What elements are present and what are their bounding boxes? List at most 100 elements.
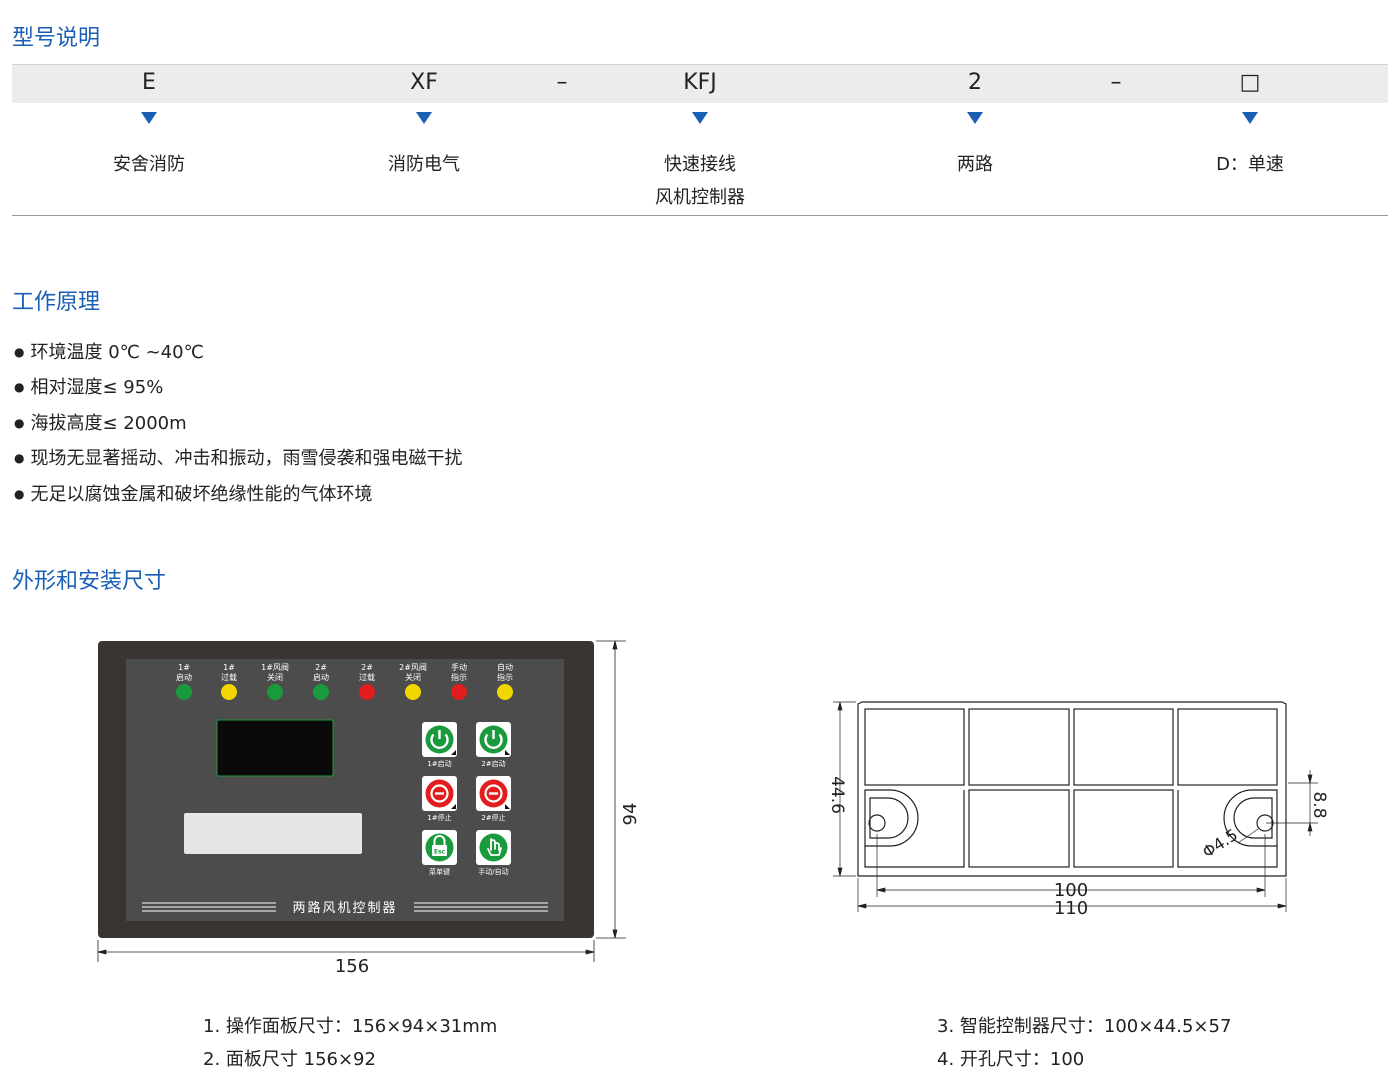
list-item: 1. 操作面板尺寸：156×94×31mm bbox=[203, 1016, 498, 1037]
meaning-line: D：单速 bbox=[1216, 154, 1284, 175]
dimension-height bbox=[596, 640, 626, 939]
indicator-label: 关闭 bbox=[405, 672, 421, 682]
meaning-line: 两路 bbox=[957, 154, 993, 175]
indicator-label: 1# bbox=[178, 663, 190, 672]
model-code: XF bbox=[410, 70, 438, 95]
controller-module-drawing: 44.6 8.8 Φ4.5 100 110 bbox=[827, 701, 1329, 919]
dimension-label: 44.6 bbox=[827, 776, 847, 814]
manual-auto-button: 手动/自动 bbox=[476, 830, 511, 876]
dimension-notes-left: 1. 操作面板尺寸：156×94×31mm 2. 面板尺寸 156×92 bbox=[203, 1010, 497, 1076]
model-meaning: D：单速 bbox=[1150, 148, 1350, 181]
list-item: 环境温度 0℃ ~40℃ bbox=[14, 336, 462, 371]
start-button-2: 2#启动 bbox=[476, 722, 511, 768]
list-item: 相对湿度≤ 95% bbox=[14, 371, 462, 406]
model-meaning: 消防电气 bbox=[324, 148, 524, 181]
model-separator: – bbox=[556, 70, 568, 95]
list-item: 现场无显著摇动、冲击和振动，雨雪侵袭和强电磁干扰 bbox=[14, 442, 462, 477]
model-code-band bbox=[12, 64, 1388, 103]
dimension-label: 8.8 bbox=[1309, 791, 1329, 818]
meaning-line: 快速接线 bbox=[664, 154, 736, 175]
button-label: 2#启动 bbox=[481, 759, 505, 768]
indicator-label: 1# bbox=[223, 663, 235, 672]
operation-panel-drawing: 1# 启动 1# 过载 1#风阀 关闭 2# 启动 2# 过载 2#风阀 关闭 … bbox=[97, 640, 641, 977]
indicator-label: 1#风阀 bbox=[261, 663, 289, 672]
indicator-label: 启动 bbox=[176, 672, 192, 682]
list-item: 无足以腐蚀金属和破坏绝缘性能的气体环境 bbox=[14, 478, 462, 513]
dimension-label: 156 bbox=[335, 956, 369, 977]
dimension-label: 110 bbox=[1054, 898, 1088, 919]
indicator: 1#风阀 关闭 bbox=[261, 663, 289, 700]
list-item: 2. 面板尺寸 156×92 bbox=[203, 1049, 376, 1070]
power-icon bbox=[430, 733, 449, 749]
section-title-dimensions: 外形和安装尺寸 bbox=[12, 569, 167, 594]
model-code: E bbox=[142, 70, 156, 95]
model-meaning: 两路 bbox=[875, 148, 1075, 181]
arrow-down-icon bbox=[1242, 112, 1258, 124]
stop-icon bbox=[484, 784, 503, 803]
indicator: 2# 启动 bbox=[313, 663, 329, 700]
meaning-line: 安舍消防 bbox=[113, 154, 185, 175]
dimension-width bbox=[97, 940, 595, 962]
indicator: 2# 过载 bbox=[359, 663, 375, 700]
indicator: 1# 过载 bbox=[221, 663, 237, 700]
indicator-lamp bbox=[497, 684, 513, 700]
indicator-label: 自动 bbox=[497, 662, 513, 672]
indicator-label: 启动 bbox=[313, 672, 329, 682]
section-title-model: 型号说明 bbox=[12, 26, 101, 51]
indicator-label: 过载 bbox=[359, 672, 375, 682]
dimension-label: Φ4.5 bbox=[1199, 825, 1241, 862]
list-item: 4. 开孔尺寸：100 bbox=[937, 1049, 1085, 1070]
divider bbox=[12, 215, 1388, 216]
label-window bbox=[184, 813, 362, 854]
meaning-line: 消防电气 bbox=[388, 154, 460, 175]
arrow-down-icon bbox=[967, 112, 983, 124]
stop-icon bbox=[430, 784, 449, 803]
meaning-line: 风机控制器 bbox=[655, 187, 745, 208]
mount-hole bbox=[868, 814, 886, 832]
indicator-lamp bbox=[451, 684, 467, 700]
module-outline bbox=[857, 701, 1287, 877]
menu-button: Esc 菜单键 bbox=[422, 830, 457, 876]
indicator: 自动 指示 bbox=[497, 662, 513, 700]
indicator: 2#风阀 关闭 bbox=[399, 663, 427, 700]
indicator-lamp bbox=[405, 684, 421, 700]
dimension-label: 94 bbox=[620, 803, 641, 826]
panel-nameplate: 两路风机控制器 bbox=[142, 900, 548, 916]
indicator-label: 手动 bbox=[451, 662, 467, 672]
stop-button-2: 2#停止 bbox=[476, 776, 511, 822]
power-icon bbox=[484, 733, 503, 749]
model-code: □ bbox=[1239, 70, 1261, 95]
button-label: 1#启动 bbox=[427, 759, 451, 768]
indicator-label: 2#风阀 bbox=[399, 663, 427, 672]
model-separator: – bbox=[1110, 70, 1122, 95]
start-button-1: 1#启动 bbox=[422, 722, 457, 768]
led-display bbox=[216, 719, 334, 777]
module-dimension-lines bbox=[833, 701, 1318, 912]
indicator-lamp bbox=[267, 684, 283, 700]
indicator-label: 过载 bbox=[221, 672, 237, 682]
lock-icon: Esc bbox=[432, 835, 447, 856]
esc-glyph: Esc bbox=[434, 849, 446, 856]
model-meaning: 安舍消防 bbox=[49, 148, 249, 181]
indicator-label: 指示 bbox=[451, 672, 467, 682]
arrow-down-icon bbox=[141, 112, 157, 124]
button-label: 1#停止 bbox=[427, 813, 451, 822]
indicator-lamp bbox=[313, 684, 329, 700]
list-item: 3. 智能控制器尺寸：100×44.5×57 bbox=[937, 1016, 1232, 1037]
dimension-notes-right: 3. 智能控制器尺寸：100×44.5×57 4. 开孔尺寸：100 bbox=[937, 1010, 1231, 1076]
indicator-label: 关闭 bbox=[267, 672, 283, 682]
principle-list: 环境温度 0℃ ~40℃ 相对湿度≤ 95% 海拔高度≤ 2000m 现场无显著… bbox=[14, 336, 462, 513]
indicator-label: 2# bbox=[315, 663, 327, 672]
button-label: 手动/自动 bbox=[478, 867, 508, 876]
indicator: 手动 指示 bbox=[451, 662, 467, 700]
hand-icon bbox=[487, 838, 502, 856]
indicator-lamp bbox=[176, 684, 192, 700]
panel-title: 两路风机控制器 bbox=[292, 900, 397, 916]
indicator-lamp bbox=[221, 684, 237, 700]
indicator-label: 指示 bbox=[497, 672, 513, 682]
model-code: KFJ bbox=[683, 70, 717, 95]
list-item: 海拔高度≤ 2000m bbox=[14, 407, 462, 442]
indicator-lamp bbox=[359, 684, 375, 700]
button-label: 菜单键 bbox=[429, 867, 450, 876]
model-meaning: 快速接线 风机控制器 bbox=[600, 148, 800, 214]
